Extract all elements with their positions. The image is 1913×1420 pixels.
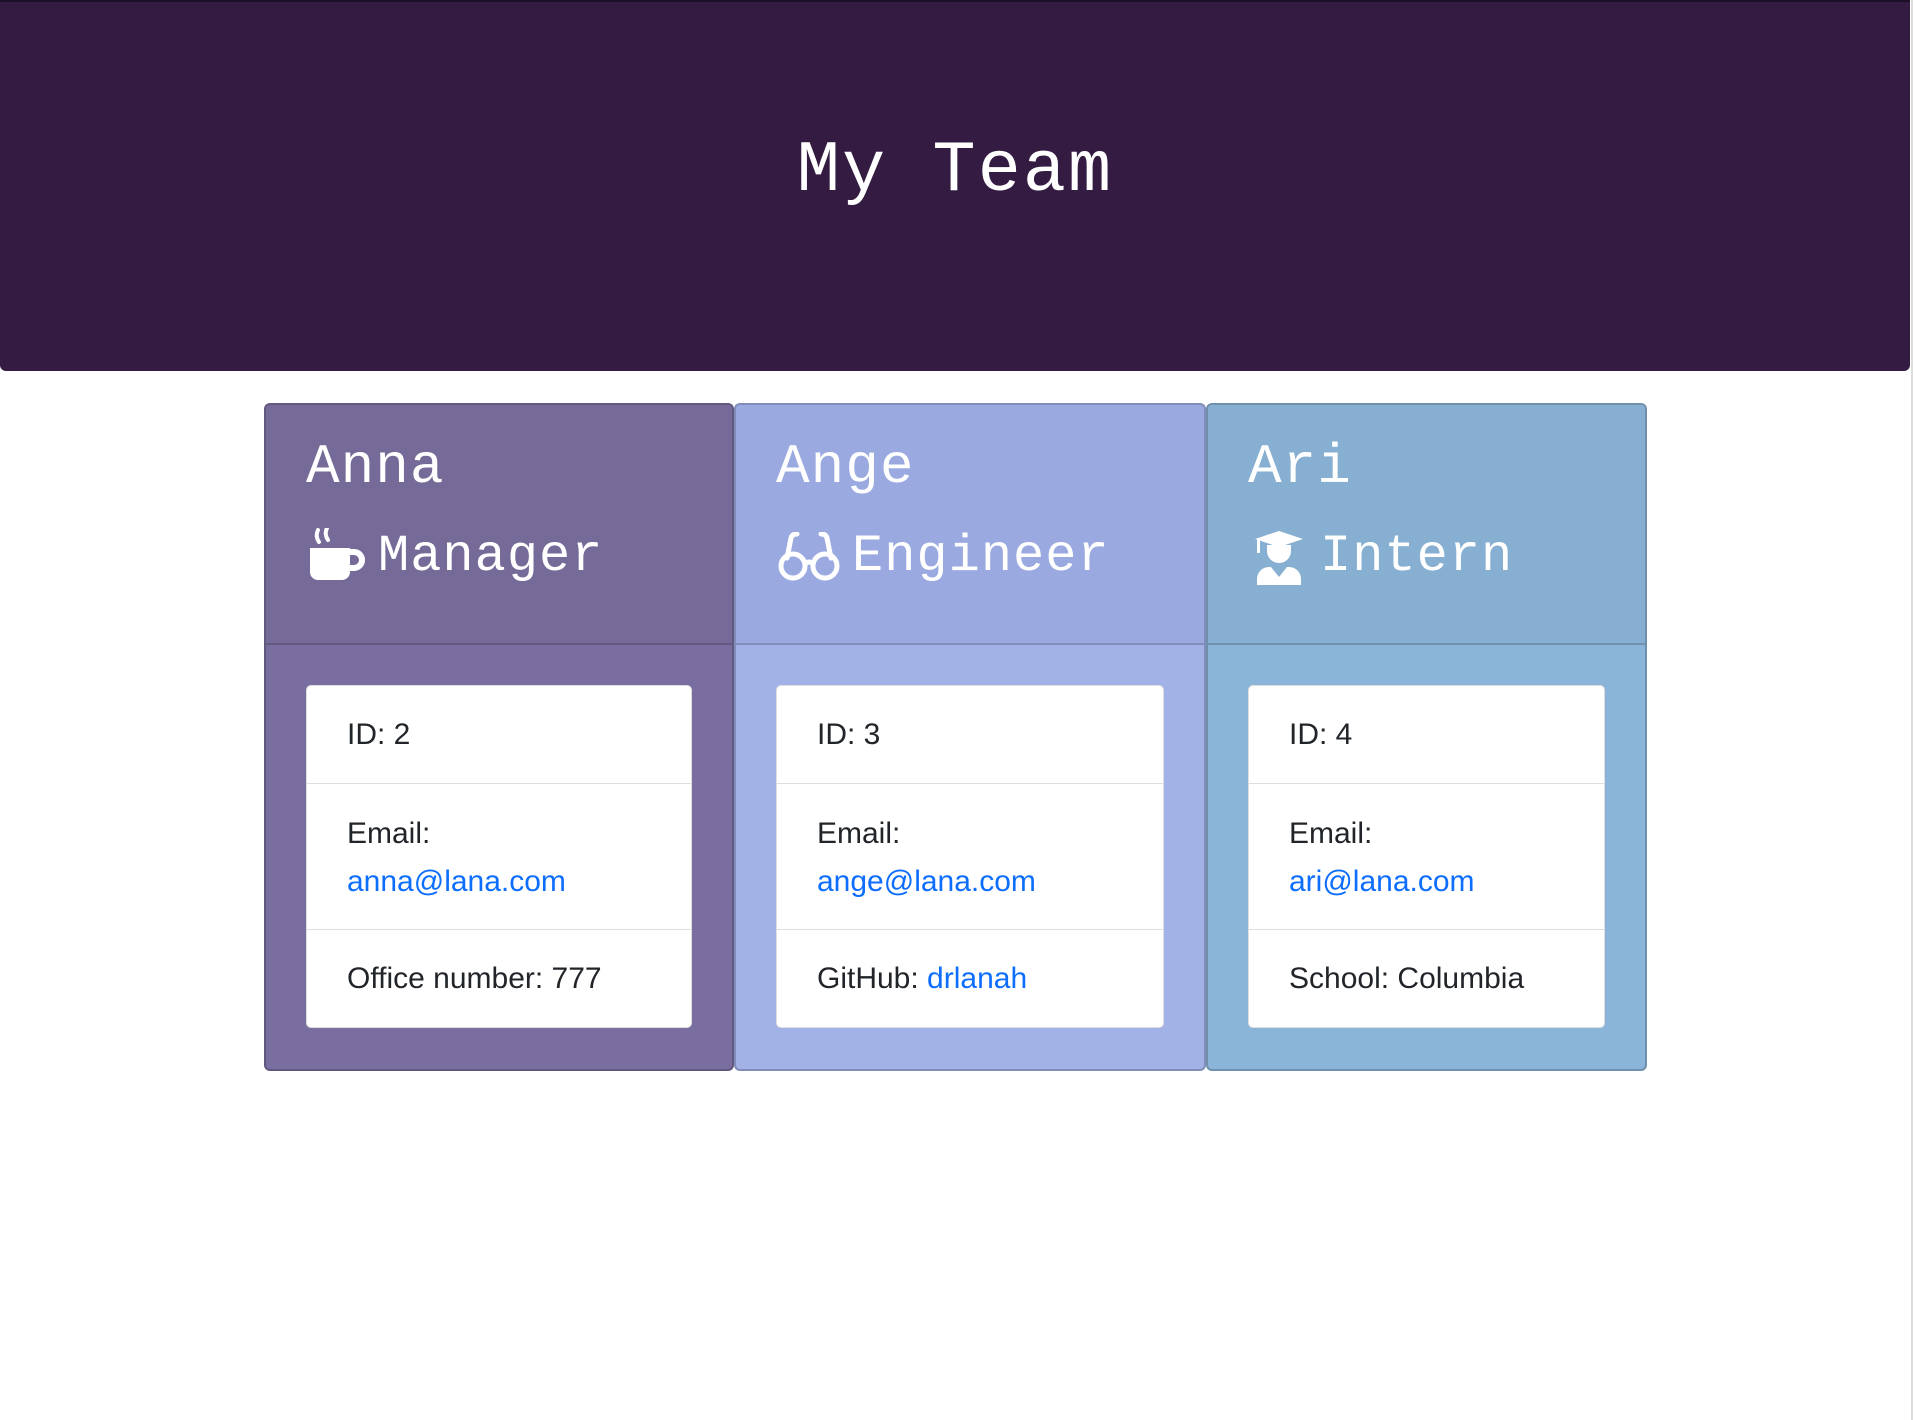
employee-role: Intern — [1248, 527, 1645, 587]
employee-name: Ari — [1248, 435, 1352, 499]
id-item: ID: 2 — [307, 686, 691, 784]
card-body: ID: 2 Email: anna@lana.com Office number… — [266, 645, 732, 1028]
employee-name: Ange — [776, 435, 915, 499]
id-item: ID: 4 — [1249, 686, 1604, 784]
card-body: ID: 4 Email: ari@lana.com School: Columb… — [1208, 645, 1645, 1028]
email-label: Email: — [1289, 817, 1373, 850]
employee-name: Anna — [306, 435, 445, 499]
id-item: ID: 3 — [777, 686, 1163, 784]
team-cards: Anna Manager ID: 2 — [264, 403, 1647, 1071]
email-label: Email: — [817, 817, 901, 850]
employee-card-manager: Anna Manager ID: 2 — [264, 403, 734, 1071]
github-link[interactable]: drlanah — [927, 962, 1028, 995]
role-label: Intern — [1320, 527, 1514, 586]
email-label: Email: — [347, 817, 431, 850]
card-body: ID: 3 Email: ange@lana.com GitHub: drlan… — [736, 645, 1204, 1028]
page-title: My Team — [796, 130, 1114, 212]
email-item: Email: ange@lana.com — [777, 784, 1163, 930]
glasses-icon — [776, 527, 842, 587]
card-header: Ari Intern — [1208, 405, 1645, 645]
window-edge — [1911, 0, 1913, 1420]
card-header: Ange Engineer — [736, 405, 1204, 645]
details-list: ID: 2 Email: anna@lana.com Office number… — [306, 685, 692, 1028]
card-header: Anna Manager — [266, 405, 732, 645]
details-list: ID: 3 Email: ange@lana.com GitHub: drlan… — [776, 685, 1164, 1028]
employee-role: Engineer — [776, 527, 1204, 587]
email-item: Email: ari@lana.com — [1249, 784, 1604, 930]
office-number-item: Office number: 777 — [347, 962, 602, 995]
email-link[interactable]: anna@lana.com — [347, 865, 566, 898]
role-label: Engineer — [852, 527, 1110, 586]
role-label: Manager — [378, 527, 604, 586]
github-item: GitHub: drlanah — [777, 930, 1163, 1027]
github-label: GitHub: — [817, 962, 928, 995]
email-item: Email: anna@lana.com — [307, 784, 691, 930]
email-link[interactable]: ange@lana.com — [817, 865, 1036, 898]
school-item: School: Columbia — [1289, 962, 1525, 995]
employee-card-engineer: Ange Engineer ID — [734, 403, 1206, 1071]
employee-role: Manager — [306, 527, 732, 587]
employee-card-intern: Ari Intern ID: 4 — [1206, 403, 1647, 1071]
mug-hot-icon — [306, 527, 368, 587]
email-link[interactable]: ari@lana.com — [1289, 865, 1475, 898]
details-list: ID: 4 Email: ari@lana.com School: Columb… — [1248, 685, 1605, 1028]
user-graduate-icon — [1248, 527, 1310, 587]
header-banner: My Team — [0, 0, 1910, 371]
